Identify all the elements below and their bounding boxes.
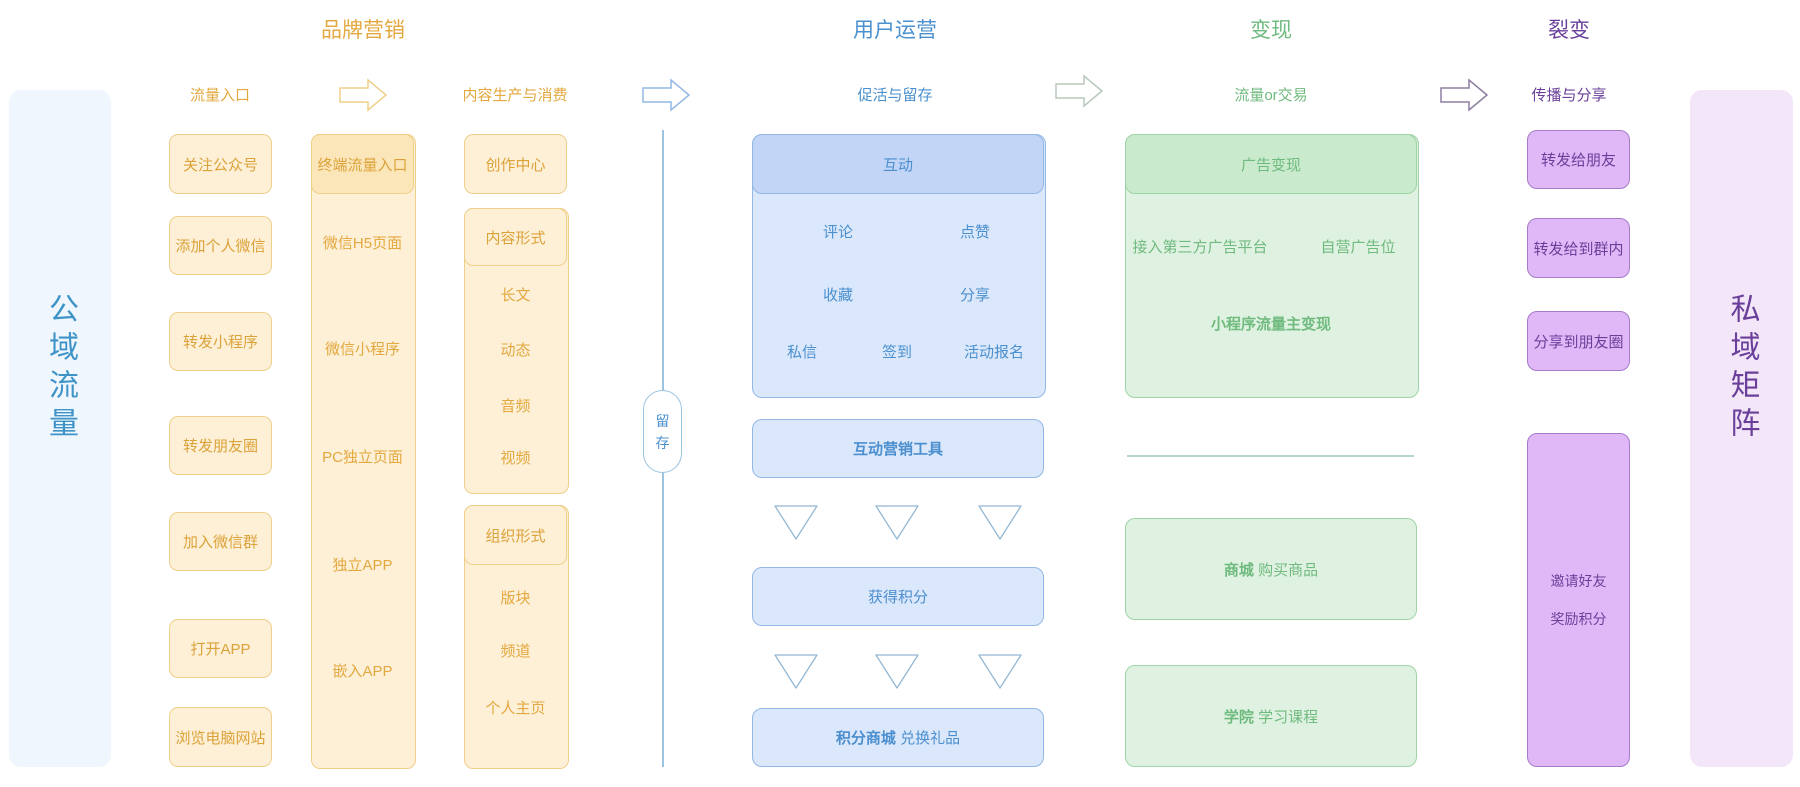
traffic-entry-item: 添加个人微信 — [169, 216, 272, 275]
mall-box: 商城 购买商品 — [1125, 518, 1417, 620]
ads-item: 接入第三方广告平台 — [1132, 238, 1268, 256]
title-monetize: 变现 — [1250, 19, 1292, 42]
subtitle-share: 传播与分享 — [1531, 86, 1607, 104]
terminal-item: 独立APP — [332, 556, 393, 574]
content-form-item: 视频 — [500, 449, 531, 467]
interaction-item: 收藏 — [822, 286, 853, 304]
public-traffic-panel: 公域流量 — [9, 90, 111, 767]
ads-item: 自营广告位 — [1320, 238, 1396, 256]
content-form-item: 动态 — [500, 341, 531, 359]
content-form-item: 长文 — [500, 286, 531, 304]
arrow-right-icon — [339, 78, 388, 112]
public-traffic-label: 公域流量 — [44, 292, 77, 445]
ads-main-label: 小程序流量主变现 — [1210, 315, 1331, 333]
traffic-entry-item: 关注公众号 — [169, 134, 272, 194]
marketing-tool-box: 互动营销工具 — [752, 419, 1044, 478]
private-matrix-label: 私域矩阵 — [1725, 292, 1759, 445]
ads-main: 小程序流量主变现 — [1125, 311, 1417, 335]
mall-label: 商城 — [1223, 561, 1254, 579]
invite-box: 邀请好友 奖励积分 — [1527, 433, 1630, 767]
terminal-item: 微信H5页面 — [322, 234, 403, 252]
down-triangle-icon — [875, 505, 919, 540]
interaction-item: 私信 — [786, 343, 817, 361]
subtitle-content: 内容生产与消费 — [462, 86, 568, 104]
title-user-ops: 用户运营 — [853, 19, 937, 42]
interaction-item: 点赞 — [959, 223, 990, 241]
retention-pill: 留 存 — [643, 390, 682, 473]
subtitle-traffic-trade: 流量or交易 — [1234, 86, 1308, 104]
traffic-entry-item: 浏览电脑网站 — [169, 707, 272, 767]
interaction-item: 评论 — [822, 223, 853, 241]
arrow-right-icon — [642, 78, 691, 112]
academy-box: 学院 学习课程 — [1125, 665, 1417, 767]
down-triangle-icon — [774, 654, 818, 689]
traffic-entry-item: 打开APP — [169, 619, 272, 678]
interaction-item: 签到 — [881, 343, 912, 361]
org-forms-header: 组织形式 — [464, 505, 567, 565]
traffic-entry-item: 转发小程序 — [169, 312, 272, 371]
mall-desc: 购买商品 — [1258, 561, 1319, 579]
down-triangle-icon — [978, 505, 1022, 540]
invite-line: 邀请好友 — [1550, 573, 1607, 589]
traffic-entry-item: 加入微信群 — [169, 512, 272, 571]
subtitle-retention: 促活与留存 — [857, 86, 933, 104]
private-matrix-panel: 私域矩阵 — [1690, 90, 1793, 767]
content-forms-header: 内容形式 — [464, 208, 567, 266]
retention-pill-char: 留 — [655, 412, 670, 429]
marketing-tool-label: 互动营销工具 — [852, 441, 943, 458]
interaction-item: 活动报名 — [963, 343, 1024, 361]
traffic-entry-item: 转发朋友圈 — [169, 416, 272, 475]
subtitle-traffic-entry: 流量入口 — [189, 86, 250, 104]
arrow-right-icon — [1440, 78, 1489, 112]
creation-center: 创作中心 — [464, 134, 567, 194]
arrow-right-icon — [1055, 74, 1104, 108]
retention-pill-char: 存 — [655, 434, 670, 451]
get-points-box: 获得积分 — [752, 567, 1044, 626]
fission-item: 分享到朋友圈 — [1527, 311, 1630, 371]
title-fission: 裂变 — [1548, 19, 1590, 42]
terminal-item: PC独立页面 — [322, 448, 403, 466]
academy-label: 学院 — [1223, 708, 1254, 726]
invite-line: 奖励积分 — [1550, 611, 1607, 627]
ads-header: 广告变现 — [1125, 134, 1417, 194]
points-mall-box: 积分商城 兑换礼品 — [752, 708, 1044, 767]
down-triangle-icon — [978, 654, 1022, 689]
fission-item: 转发给到群内 — [1527, 218, 1630, 278]
org-form-item: 版块 — [500, 589, 531, 607]
interaction-header: 互动 — [752, 134, 1044, 194]
terminal-item: 嵌入APP — [332, 662, 393, 680]
points-mall-desc: 兑换礼品 — [900, 730, 961, 747]
interaction-item: 分享 — [959, 286, 990, 304]
terminal-item: 微信小程序 — [324, 340, 400, 358]
fission-item: 转发给朋友 — [1527, 130, 1630, 189]
terminal-group — [311, 134, 416, 769]
down-triangle-icon — [774, 505, 818, 540]
title-brand: 品牌营销 — [321, 19, 405, 42]
org-form-item: 个人主页 — [485, 699, 546, 717]
content-form-item: 音频 — [500, 397, 531, 415]
points-mall-label: 积分商城 — [835, 730, 896, 747]
org-form-item: 频道 — [500, 642, 531, 660]
terminal-header: 终端流量入口 — [311, 134, 414, 194]
down-triangle-icon — [875, 654, 919, 689]
monetize-divider — [1127, 455, 1414, 457]
academy-desc: 学习课程 — [1258, 708, 1319, 726]
